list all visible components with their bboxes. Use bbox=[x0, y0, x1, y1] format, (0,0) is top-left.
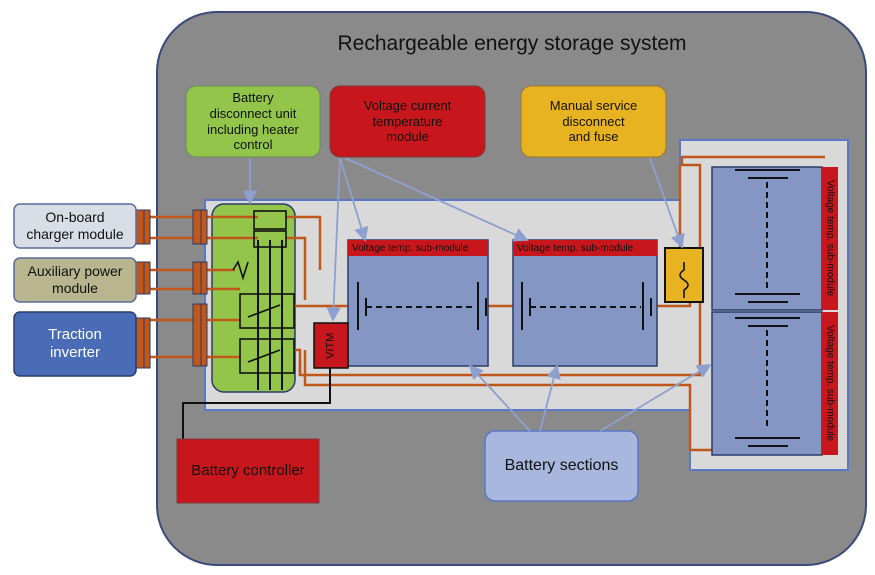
aux-label: Auxiliary power module bbox=[27, 263, 123, 296]
battery-section-4-side bbox=[822, 312, 838, 455]
pointer-arrows bbox=[242, 157, 712, 432]
submodule-label-2: Voltage temp. sub-module bbox=[517, 242, 634, 254]
submodule-label-1: Voltage temp. sub-module bbox=[352, 242, 469, 254]
msd-label: Manual service disconnect and fuse bbox=[549, 98, 638, 145]
controller-box bbox=[176, 438, 320, 504]
controller-label: Battery controller bbox=[191, 462, 305, 479]
traction-label: Traction inverter bbox=[48, 326, 102, 361]
battery-section-3-side bbox=[822, 167, 838, 310]
sections-label: Battery sections bbox=[504, 457, 619, 475]
vitm-box bbox=[313, 322, 349, 369]
cell-symbols bbox=[357, 282, 652, 330]
connectors bbox=[135, 209, 208, 369]
vctm-label: Voltage current temperature module bbox=[363, 98, 452, 145]
vctm-callout bbox=[329, 85, 486, 158]
battery-section-2 bbox=[512, 239, 658, 367]
battery-section-2-header bbox=[513, 240, 657, 256]
traction-box bbox=[13, 311, 137, 377]
charger-label: On-board charger module bbox=[26, 209, 124, 242]
sections-callout bbox=[484, 430, 639, 502]
diagram-title: Rechargeable energy storage system bbox=[337, 32, 687, 55]
submodule-label-4: Voltage temp. sub-module bbox=[824, 325, 836, 442]
submodule-label-3: Voltage temp. sub-module bbox=[824, 180, 836, 297]
vertical-cell-symbols bbox=[735, 169, 800, 447]
control-wires bbox=[182, 240, 331, 440]
battery-section-3 bbox=[711, 166, 823, 311]
bdu-callout bbox=[185, 85, 321, 158]
bdu-label: Battery disconnect unit including heater… bbox=[207, 90, 299, 153]
aux-box bbox=[13, 257, 137, 303]
battery-section-1-header bbox=[348, 240, 488, 256]
charger-box bbox=[13, 203, 137, 249]
battery-section-1 bbox=[347, 239, 489, 367]
msd-callout bbox=[520, 85, 667, 158]
vitm-label: VITM bbox=[324, 332, 337, 359]
fuse-symbol bbox=[679, 262, 689, 298]
bdu-switches bbox=[232, 210, 295, 374]
